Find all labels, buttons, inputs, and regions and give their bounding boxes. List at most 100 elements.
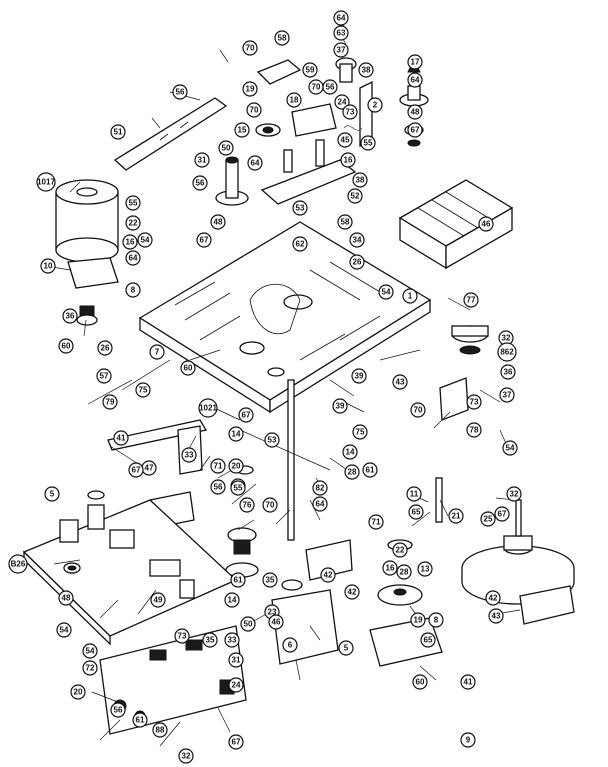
callout-circle (358, 62, 374, 78)
callout-circle (196, 232, 212, 248)
callout-circle (342, 104, 358, 120)
callout-circle (352, 424, 368, 440)
callout-circle (344, 464, 360, 480)
callout-circle (246, 102, 262, 118)
callout-14: 24 (334, 94, 350, 110)
callout-label: 14 (346, 448, 355, 457)
callout-81: 41 (113, 430, 129, 446)
callout-133: 65 (420, 632, 436, 648)
callout-label: 17 (411, 58, 420, 67)
callout-circle (351, 368, 367, 384)
callout-103: 61 (230, 572, 246, 588)
callout-label: 5 (344, 644, 349, 653)
callout-60: 57 (96, 368, 112, 384)
callout-label: 70 (414, 406, 423, 415)
callout-label: 19 (414, 616, 423, 625)
callout-label: 53 (296, 204, 305, 213)
callout-label: 63 (337, 29, 346, 38)
callout-label: 57 (100, 372, 109, 381)
callout-circle (210, 458, 226, 474)
callout-34: 34 (349, 232, 365, 248)
callout-136: 9 (460, 732, 476, 748)
callout-label: 61 (234, 576, 243, 585)
callout-label: B26 (11, 560, 26, 569)
callout-circle (149, 344, 165, 360)
callout-19: 16 (340, 152, 356, 168)
callout-circle (407, 72, 423, 88)
callout-circle (286, 92, 302, 108)
head-block-assembly (398, 179, 514, 270)
main-chassis-plate (138, 221, 432, 414)
callout-18: 2 (367, 97, 383, 113)
callout-54: 73 (466, 394, 482, 410)
callout-label: 64 (337, 14, 346, 23)
callout-27: 64 (247, 155, 263, 171)
callout-circle (58, 338, 74, 354)
callout-6: 48 (407, 104, 423, 120)
callout-circle (262, 572, 278, 588)
callout-circle (342, 444, 358, 460)
callout-label: 14 (232, 430, 241, 439)
callout-circle (402, 288, 418, 304)
callout-124: 61 (132, 712, 148, 728)
callout-7: 67 (407, 122, 423, 138)
callout-label: 20 (74, 688, 83, 697)
callout-label: 49 (154, 596, 163, 605)
callout-label: 9 (466, 736, 471, 745)
callout-label: 2 (373, 101, 378, 110)
callout-circle (82, 660, 98, 676)
callout-65: 70 (410, 402, 426, 418)
callout-label: 70 (266, 501, 275, 510)
callout-label: 64 (316, 500, 325, 509)
callout-circle (36, 172, 56, 192)
callout-21: 55 (360, 135, 376, 151)
callout-label: 1017 (37, 178, 55, 187)
callout-131: 5 (338, 640, 354, 656)
callout-72: 71 (210, 458, 226, 474)
callout-circle (333, 42, 349, 58)
callout-107: 19 (410, 612, 426, 628)
callout-circle (228, 426, 244, 442)
callout-112: 48 (58, 590, 74, 606)
callout-label: 8 (434, 616, 439, 625)
callout-circle (478, 216, 494, 232)
callout-circle (352, 172, 368, 188)
callout-label: 61 (136, 716, 145, 725)
callout-67: 1021 (198, 398, 218, 418)
callout-label: 71 (214, 462, 223, 471)
callout-130: 6 (282, 637, 298, 653)
callout-30: 48 (210, 214, 226, 230)
callout-circle (407, 104, 423, 120)
callout-label: 67 (132, 466, 141, 475)
callout-label: 62 (296, 240, 305, 249)
callout-113: 54 (56, 622, 72, 638)
callout-circle (499, 387, 515, 403)
callout-47: 54 (378, 284, 394, 300)
callout-circle (228, 677, 244, 693)
callout-label: 33 (228, 636, 237, 645)
callout-4: 64 (407, 72, 423, 88)
callout-73: 20 (228, 458, 244, 474)
callout-44: 10 (40, 258, 56, 274)
callout-label: 16 (344, 156, 353, 165)
callout-label: 48 (411, 108, 420, 117)
callout-circle (274, 30, 290, 46)
callout-32: 52 (347, 188, 363, 204)
callout-123: 56 (110, 702, 126, 718)
callout-circle (448, 508, 464, 524)
callout-75: 53 (264, 432, 280, 448)
callout-circle (332, 398, 348, 414)
callout-59: 26 (97, 340, 113, 356)
callout-52: 36 (500, 364, 516, 380)
callout-circle (125, 195, 141, 211)
callout-circle (378, 284, 394, 300)
callout-circle (407, 54, 423, 70)
callout-circle (334, 94, 350, 110)
callout-120: 31 (228, 652, 244, 668)
callout-53: 37 (499, 387, 515, 403)
callout-label: 48 (62, 594, 71, 603)
callout-label: 11 (410, 490, 419, 499)
callout-circle (340, 152, 356, 168)
callout-77: 39 (332, 398, 348, 414)
